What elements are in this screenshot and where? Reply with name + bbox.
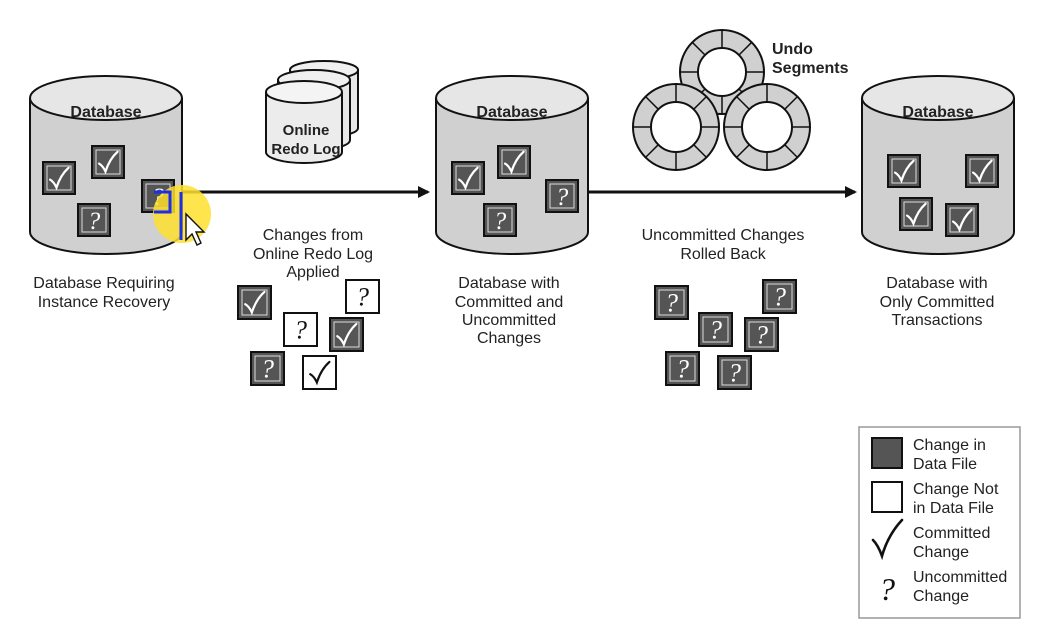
db3-box-2 xyxy=(899,197,933,231)
step1-caption-line1: Changes from xyxy=(263,227,364,244)
db3-box-3-checkmark-icon xyxy=(951,208,973,233)
db2-box-1-checkmark-icon xyxy=(503,150,525,175)
step2-box-3: ? xyxy=(744,317,779,352)
step2-caption-line2: Rolled Back xyxy=(680,246,766,263)
db3-box-1-checkmark-icon xyxy=(971,159,993,184)
step2-box-1: ? xyxy=(762,279,797,314)
step2-box-2-question-mark-icon: ? xyxy=(709,316,722,345)
step2-caption-line1: Uncommitted Changes xyxy=(642,227,805,244)
db1-title: Database xyxy=(70,104,141,121)
db1-caption-line2: Instance Recovery xyxy=(38,294,171,311)
step2-box-2: ? xyxy=(698,312,733,347)
db2-caption-line1: Database with xyxy=(458,275,559,292)
undo-segments-icon: Undo Segments xyxy=(632,29,849,171)
db3-caption-line1: Database with xyxy=(886,275,987,292)
db1-box-0-checkmark-icon xyxy=(48,166,70,191)
legend-item-uncommitted-change: ? Uncommitted Change xyxy=(879,569,1007,607)
db3-title: Database xyxy=(902,104,973,121)
online-redo-log-icon: Online Redo Log xyxy=(265,60,359,164)
db2-box-0 xyxy=(451,161,485,195)
svg-text:Data File: Data File xyxy=(913,456,977,473)
empty-box-icon xyxy=(871,481,903,513)
db3-box-0-checkmark-icon xyxy=(893,159,915,184)
db3-box-2-checkmark-icon xyxy=(905,202,927,227)
db2-caption-line4: Changes xyxy=(477,330,541,347)
step1-box-2: ? xyxy=(283,312,318,347)
step1-caption-line2: Online Redo Log xyxy=(253,246,373,263)
db2-box-3: ? xyxy=(483,203,517,237)
db2-title: Database xyxy=(476,104,547,121)
undo-ring-left xyxy=(632,83,720,171)
step1-box-0 xyxy=(237,285,272,320)
legend-item-committed-change: Committed Change xyxy=(871,518,990,561)
redo-log-label-line2: Redo Log xyxy=(271,141,340,158)
step2-box-3-question-mark-icon: ? xyxy=(755,321,768,350)
db2-box-2: ? xyxy=(545,179,579,213)
step2-box-5-question-mark-icon: ? xyxy=(728,359,741,388)
undo-label-line1: Undo xyxy=(772,41,813,58)
step2-box-0-question-mark-icon: ? xyxy=(665,289,678,318)
db1-box-3: ? xyxy=(77,203,111,237)
db1-caption-line1: Database Requiring xyxy=(33,275,174,292)
svg-text:Change: Change xyxy=(913,544,969,561)
db1-box-1 xyxy=(91,145,125,179)
db2-caption-line2: Committed and xyxy=(455,294,564,311)
db3-box-1 xyxy=(965,154,999,188)
db1-box-3-question-mark-icon: ? xyxy=(88,208,101,235)
mouse-pointer-icon xyxy=(185,212,206,246)
legend: Change in Data File Change Not in Data F… xyxy=(858,426,1021,619)
db2-box-2-question-mark-icon: ? xyxy=(556,184,569,211)
svg-text:Committed: Committed xyxy=(913,525,990,542)
step1-box-0-checkmark-icon xyxy=(244,290,266,316)
question-mark-icon: ? xyxy=(879,571,895,607)
step1-caption-line3: Applied xyxy=(286,264,339,281)
legend-item-change-in-data-file: Change in Data File xyxy=(871,437,986,473)
svg-text:Uncommitted: Uncommitted xyxy=(913,569,1007,586)
checkmark-icon xyxy=(871,518,904,561)
db2-box-3-question-mark-icon: ? xyxy=(494,208,507,235)
db2-change-boxes: ?? xyxy=(451,145,579,237)
svg-text:Change in: Change in xyxy=(913,437,986,454)
step1-box-1-question-mark-icon: ? xyxy=(356,283,369,312)
step1-box-3-checkmark-icon xyxy=(336,322,358,348)
svg-text:Change: Change xyxy=(913,588,969,605)
db3-box-0 xyxy=(887,154,921,188)
step2-box-1-question-mark-icon: ? xyxy=(773,283,786,312)
step1-box-5-checkmark-icon xyxy=(309,360,331,386)
db3-change-boxes xyxy=(887,154,999,237)
step2-box-4-question-mark-icon: ? xyxy=(676,355,689,384)
step1-box-5 xyxy=(302,355,337,390)
undo-ring-right xyxy=(723,83,811,171)
redo-log-label-line1: Online xyxy=(283,122,330,139)
step1-box-2-question-mark-icon: ? xyxy=(294,316,307,345)
svg-text:Change Not: Change Not xyxy=(913,481,999,498)
db2-caption-line3: Uncommitted xyxy=(462,312,556,329)
step1-box-1: ? xyxy=(345,279,380,314)
step1-box-4-question-mark-icon: ? xyxy=(261,355,274,384)
db3-caption-line2: Only Committed xyxy=(880,294,995,311)
step2-box-4: ? xyxy=(665,351,700,386)
redo-applied-change-boxes: ??? xyxy=(237,279,380,390)
rolled-back-change-boxes: ?????? xyxy=(654,279,797,390)
filled-box-icon xyxy=(871,437,903,469)
db3-box-3 xyxy=(945,203,979,237)
step1-box-4: ? xyxy=(250,351,285,386)
db1-box-1-checkmark-icon xyxy=(97,150,119,175)
svg-text:in Data File: in Data File xyxy=(913,500,994,517)
legend-item-change-not-in-data-file: Change Not in Data File xyxy=(871,481,999,517)
db2-box-1 xyxy=(497,145,531,179)
step1-box-3 xyxy=(329,317,364,352)
db1-box-0 xyxy=(42,161,76,195)
db3-caption-line3: Transactions xyxy=(892,312,983,329)
undo-label-line2: Segments xyxy=(772,60,849,77)
step2-box-5: ? xyxy=(717,355,752,390)
cursor-highlight xyxy=(153,185,211,243)
step2-box-0: ? xyxy=(654,285,689,320)
db2-box-0-checkmark-icon xyxy=(457,166,479,191)
